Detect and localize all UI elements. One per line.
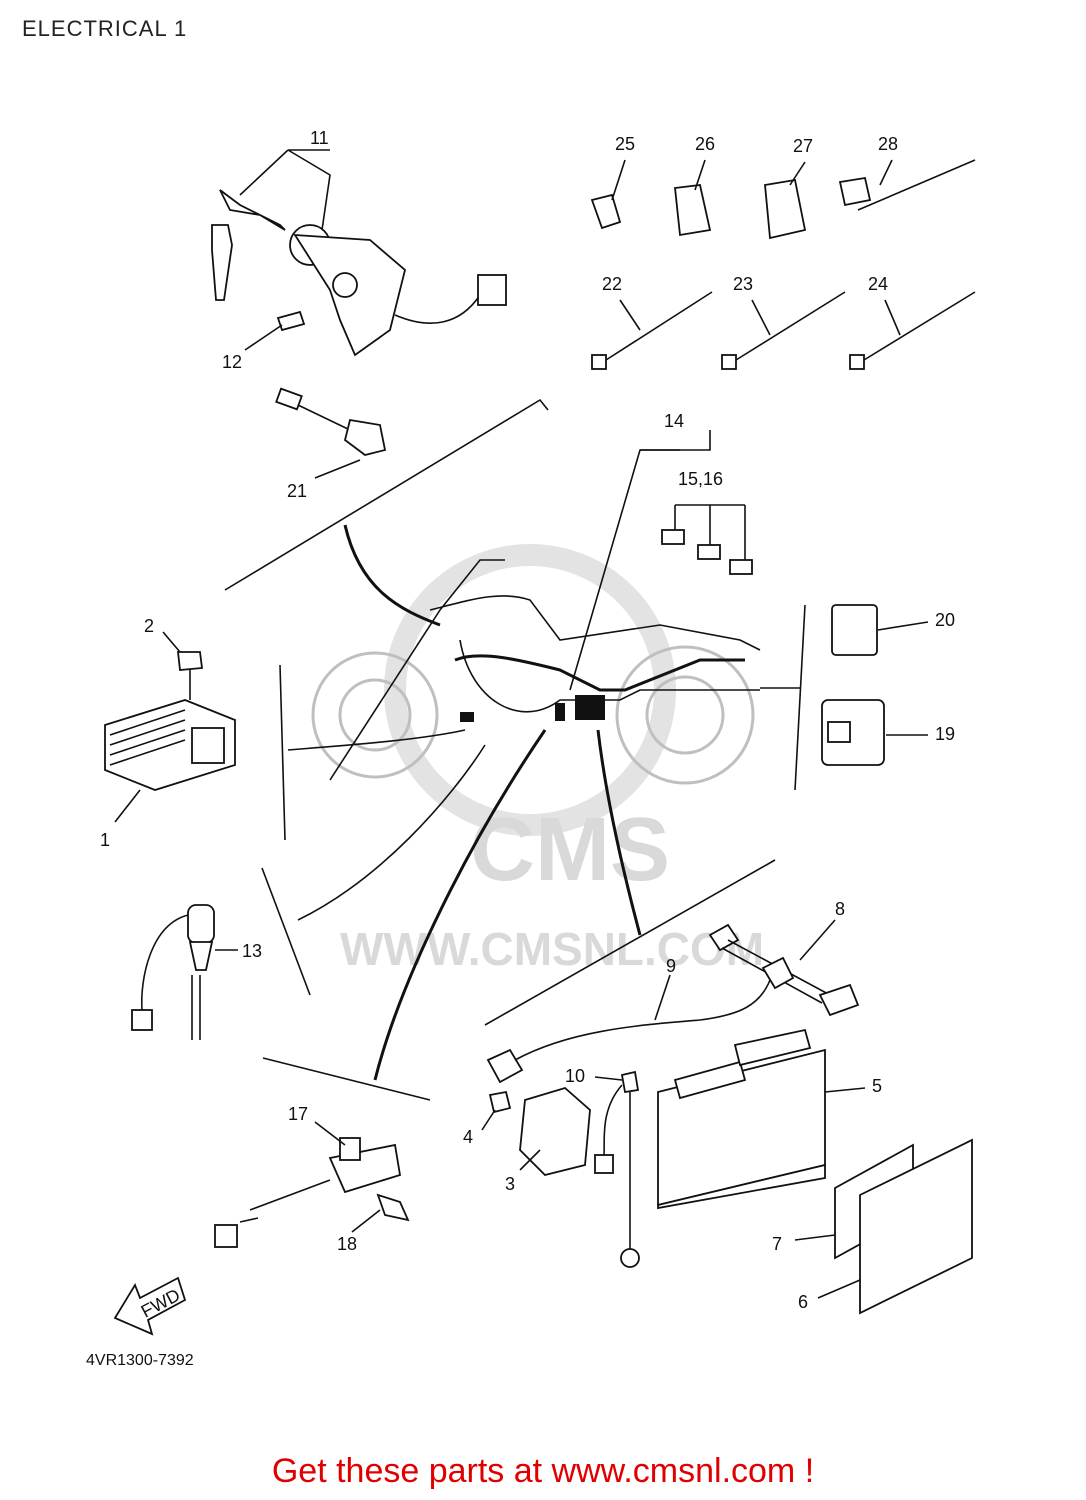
callout-label-6: 6 [798, 1292, 808, 1312]
bolt-part-2: 2 [144, 616, 204, 700]
cable-tie-parts: 22 23 24 [591, 274, 976, 370]
callout-label-24: 24 [868, 274, 888, 294]
relay-part-20: 20 [831, 604, 955, 656]
parts-link-banner[interactable]: Get these parts at www.cmsnl.com ! [271, 1452, 815, 1490]
watermark-brand: CMS [470, 800, 670, 900]
plate-part-6: 6 [798, 1138, 973, 1315]
main-switch-part [211, 189, 507, 357]
callout-label-7: 7 [772, 1234, 782, 1254]
callout-11: 11 [239, 128, 331, 231]
watermark: CMS WWW.CMSNL.COM [340, 544, 764, 975]
callout-label-3: 3 [505, 1174, 515, 1194]
callout-label-2: 2 [144, 616, 154, 636]
screw-part-18: 18 [337, 1193, 410, 1254]
callout-label-10: 10 [565, 1066, 585, 1086]
motorcycle-outline [311, 559, 761, 785]
callout-label-8: 8 [835, 899, 845, 919]
unit-part-19: 19 [821, 699, 955, 766]
battery-part-5: 5 [657, 1028, 882, 1210]
lead-part-10: 10 [565, 1066, 640, 1268]
callout-label-23: 23 [733, 274, 753, 294]
sensor-part-17: 17 [214, 1104, 402, 1248]
sensor-part-21: 21 [275, 387, 387, 501]
battery-band-part-8: 8 [708, 899, 860, 1017]
rectifier-part-1: 1 [100, 699, 236, 850]
callout-label-25: 25 [615, 134, 635, 154]
callout-label-5: 5 [872, 1076, 882, 1096]
callout-label-12: 12 [222, 352, 242, 372]
callout-label-4: 4 [463, 1127, 473, 1147]
starter-relay-part-3: 3 [505, 1086, 591, 1194]
battery-lead-part-9: 9 [486, 956, 795, 1084]
callout-label-15-16: 15,16 [678, 469, 723, 489]
callout-label-18: 18 [337, 1234, 357, 1254]
callout-label-21: 21 [287, 481, 307, 501]
callout-label-19: 19 [935, 724, 955, 744]
drawing-code: 4VR1300-7392 [86, 1352, 194, 1369]
callout-label-27: 27 [793, 136, 813, 156]
forward-arrow-icon: FWD [113, 1276, 187, 1336]
callout-12: 12 [222, 324, 283, 372]
callout-label-1: 1 [100, 830, 110, 850]
screw-part-4: 4 [463, 1090, 512, 1147]
callout-label-22: 22 [602, 274, 622, 294]
diagram-title: ELECTRICAL 1 [22, 16, 188, 41]
callout-label-17: 17 [288, 1104, 308, 1124]
wire-harness-callouts: 14 15,16 [640, 411, 753, 575]
switch-part-13: 13 [131, 904, 262, 1040]
callout-label-13: 13 [242, 941, 262, 961]
callout-label-11: 11 [310, 128, 329, 148]
callout-label-26: 26 [695, 134, 715, 154]
callout-label-28: 28 [878, 134, 898, 154]
callout-label-14: 14 [664, 411, 684, 431]
callout-label-20: 20 [935, 610, 955, 630]
group-brackets [224, 398, 806, 1101]
callout-label-9: 9 [666, 956, 676, 976]
clamp-parts: 25 26 27 28 [590, 134, 976, 240]
watermark-url: WWW.CMSNL.COM [340, 923, 764, 975]
